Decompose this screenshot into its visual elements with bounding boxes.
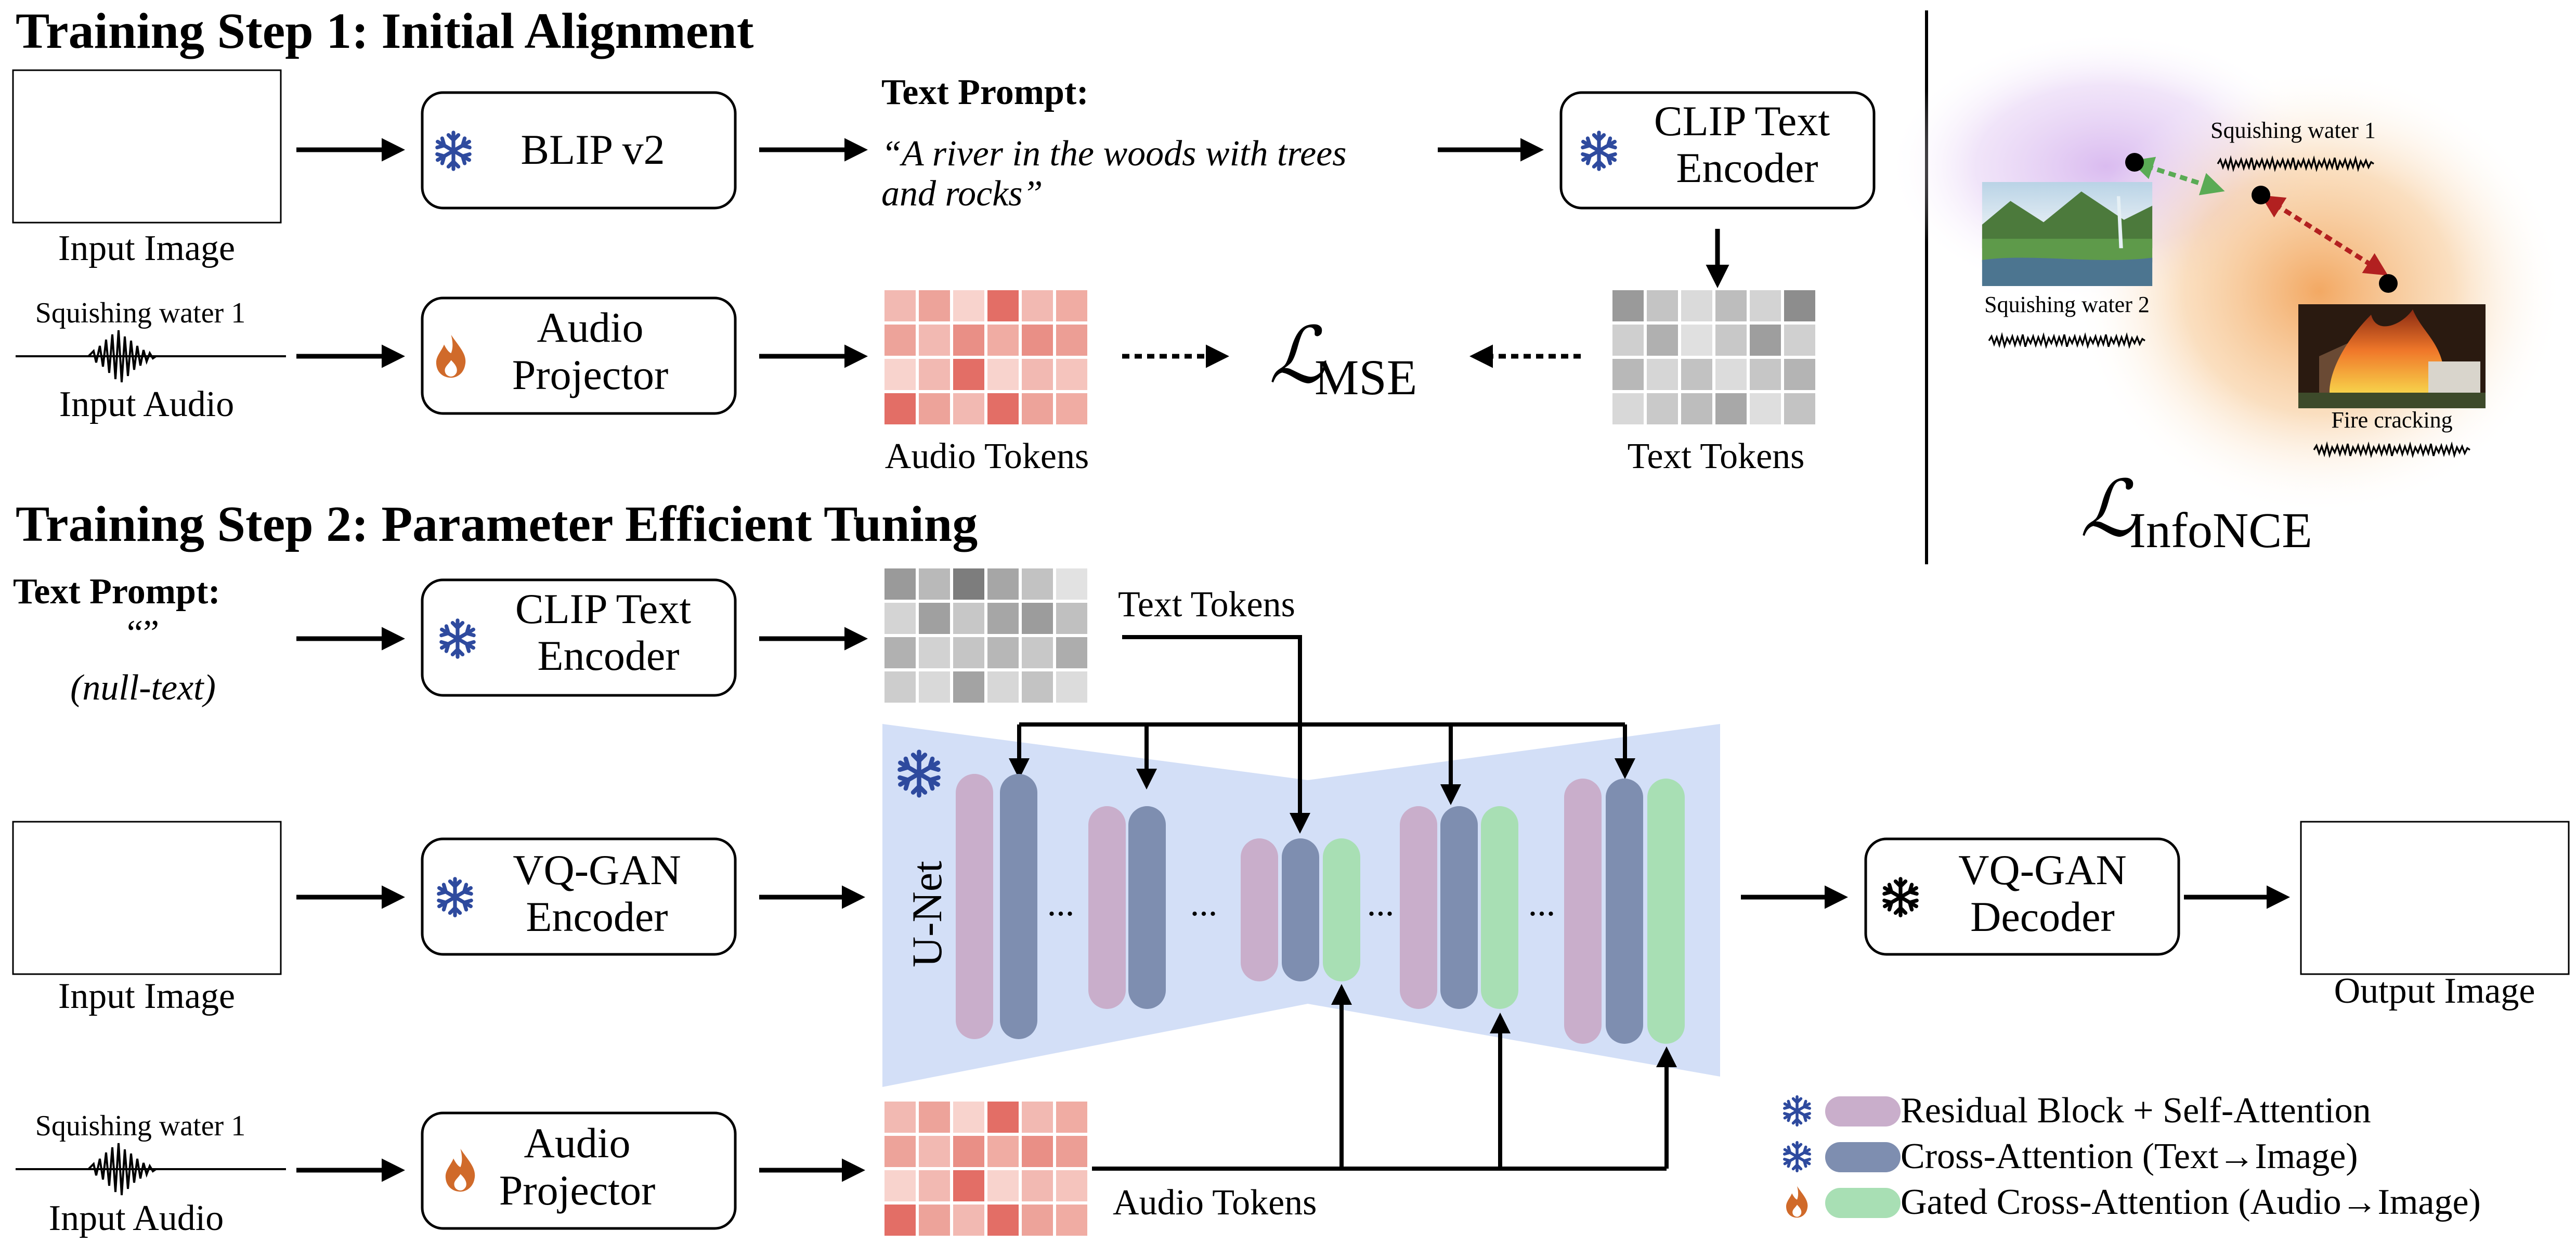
fire-cracking-thumbnail (2298, 304, 2486, 408)
input-image-caption-2: Input Image (58, 976, 235, 1016)
gated-cross-attention-block (1323, 838, 1360, 981)
waveform-icon (16, 1142, 286, 1196)
legend-swatch-cross (1825, 1142, 1901, 1172)
residual-block (1088, 806, 1126, 1009)
audio-projector-box-2 (421, 1111, 737, 1230)
blip-box (421, 91, 737, 210)
audio-tokens-grid-2 (883, 1100, 1089, 1237)
ellipsis: ... (1047, 884, 1075, 924)
text-prompt-line2: and rocks” (881, 174, 1043, 214)
text-tokens-grid (1611, 289, 1817, 426)
clip-line2: Encoder (1676, 144, 1818, 191)
vqgan-decoder-box (1864, 837, 2180, 956)
residual-block (1564, 779, 1602, 1044)
audio-tokens-caption-2: Audio Tokens (1113, 1183, 1317, 1223)
text-tokens-caption-2: Text Tokens (1118, 585, 1295, 625)
audio-projector-box (421, 296, 737, 415)
residual-block (1241, 838, 1278, 981)
legend-swatch-residual (1825, 1096, 1901, 1126)
input-image-caption: Input Image (58, 228, 235, 268)
snowflake-icon (1785, 1097, 1810, 1125)
clip2-line1: CLIP Text (515, 585, 691, 632)
residual-block (1400, 806, 1437, 1009)
gated-cross-attention-block (1647, 779, 1685, 1044)
squishing-water-1-label: Squishing water 1 (2210, 118, 2376, 143)
vqgan-dec-line1: VQ-GAN (1958, 846, 2126, 894)
loss-mse: ℒ (1269, 313, 1326, 399)
cross-attention-block (1000, 774, 1037, 1039)
text-prompt-label-2: Text Prompt: (13, 572, 220, 612)
audio-name-2: Squishing water 1 (35, 1110, 245, 1142)
projector2-line1: Audio (524, 1119, 631, 1167)
gated-cross-attention-block (1481, 806, 1518, 1009)
loss-mse-subscript: MSE (1315, 349, 1417, 405)
legend-gated-label: Gated Cross-Attention (Audio→Image) (1901, 1182, 2481, 1222)
cross-attention-block (1606, 779, 1643, 1044)
vqgan-enc-line2: Encoder (526, 893, 668, 940)
text-prompt-value: “” (127, 613, 159, 653)
projector-line2: Projector (512, 351, 669, 398)
legend-residual-label: Residual Block + Self-Attention (1901, 1091, 2371, 1131)
blip-label: BLIP v2 (521, 126, 665, 173)
loss-infonce-subscript: InfoNCE (2129, 502, 2312, 558)
ellipsis: ... (1367, 884, 1395, 924)
input-audio-caption-2: Input Audio (49, 1198, 224, 1238)
cross-attention-block (1440, 806, 1478, 1009)
projector-line1: Audio (537, 304, 644, 351)
vqgan-enc-line1: VQ-GAN (513, 846, 681, 894)
fire-cracking-label: Fire cracking (2331, 407, 2452, 433)
unet-label: U-Net (903, 861, 951, 967)
audio-name: Squishing water 1 (35, 297, 245, 329)
ellipsis: ... (1528, 884, 1556, 924)
flame-icon (1786, 1186, 1808, 1218)
cross-attention-block (1282, 838, 1319, 981)
waveform-icon (16, 329, 286, 383)
legend-swatch-gated (1825, 1188, 1901, 1218)
projector2-line2: Projector (499, 1167, 656, 1214)
residual-block (956, 774, 993, 1039)
snowflake-icon (1785, 1143, 1810, 1171)
null-text-label: (null-text) (70, 668, 216, 708)
squishing-water-2-label: Squishing water 2 (1984, 292, 2150, 317)
legend: Residual Block + Self-Attention Cross-At… (1785, 1091, 2481, 1222)
legend-cross-label: Cross-Attention (Text→Image) (1901, 1136, 2358, 1176)
clip-line1: CLIP Text (1654, 97, 1830, 145)
text-prompt-label: Text Prompt: (881, 72, 1089, 112)
input-audio-caption: Input Audio (59, 384, 234, 424)
squishing-water-2-thumbnail (1982, 182, 2153, 286)
audio-tokens-grid (883, 289, 1089, 426)
loss-infonce: ℒ (2080, 467, 2138, 553)
step1-title: Training Step 1: Initial Alignment (16, 3, 754, 59)
clip-text-encoder-box (1559, 91, 1876, 210)
text-tokens-caption: Text Tokens (1628, 436, 1805, 476)
clip2-line2: Encoder (537, 632, 679, 679)
ellipsis: ... (1190, 884, 1218, 924)
text-tokens-grid-2 (883, 567, 1089, 704)
output-image-caption: Output Image (2334, 971, 2535, 1011)
clip-text-encoder-box-2 (421, 578, 737, 697)
cross-attention-block (1128, 806, 1166, 1009)
audio-tokens-caption: Audio Tokens (885, 436, 1089, 476)
step2-title: Training Step 2: Parameter Efficient Tun… (16, 496, 978, 552)
text-prompt-line1: “A river in the woods with trees (881, 134, 1346, 174)
vqgan-encoder-box (421, 837, 737, 956)
vqgan-dec-line2: Decoder (1970, 893, 2115, 940)
